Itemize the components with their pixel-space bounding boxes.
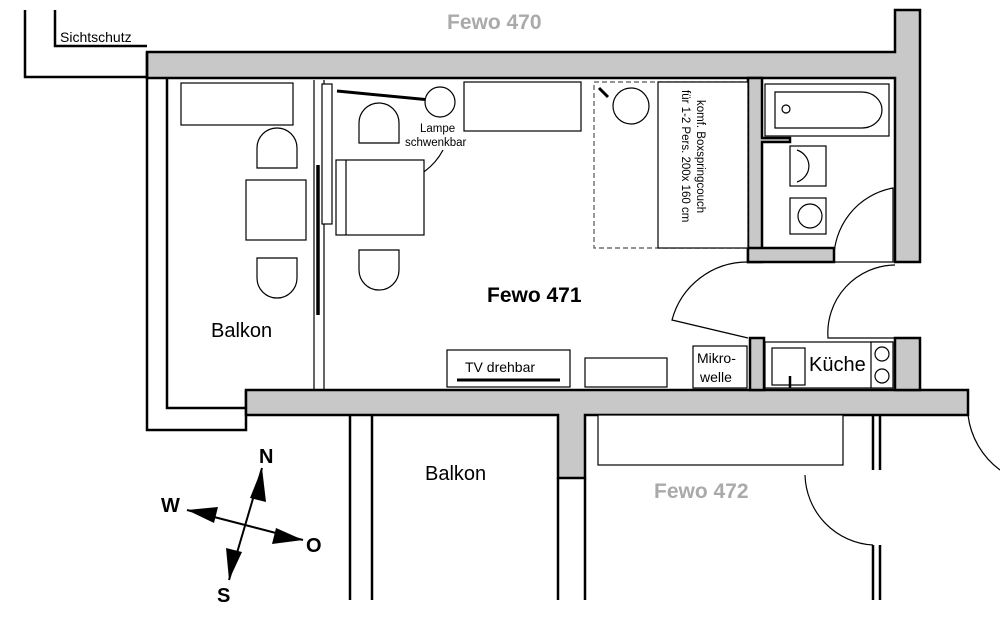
lowboard	[584, 357, 668, 388]
chair-top	[358, 102, 400, 144]
toilet-tank	[789, 145, 827, 187]
couch-label-1: komf. Boxspringcouch	[694, 100, 706, 213]
right-door-swing	[967, 414, 1000, 471]
sichtschutz-line	[53, 10, 147, 48]
microwave-label-2: welle	[699, 369, 732, 385]
chair-bottom	[358, 249, 400, 291]
balcony-bench	[180, 82, 294, 126]
top-wall	[145, 8, 922, 264]
microwave-label-1: Mikro-	[697, 350, 736, 366]
fewo-472-label: Fewo 472	[654, 480, 749, 503]
kitchen-wall-right	[893, 336, 922, 392]
bathtub-drain	[781, 104, 791, 114]
fewo-471-label: Fewo 471	[487, 284, 582, 307]
dining-table	[335, 159, 425, 236]
balkon-lower-label: Balkon	[425, 463, 486, 485]
compass: N S W O	[161, 446, 322, 607]
balcony-chair-2	[256, 257, 298, 299]
compass-south-label: S	[217, 585, 230, 607]
lamp-shade	[424, 86, 456, 118]
reading-light	[597, 86, 610, 99]
fewo-472-counter	[597, 414, 844, 466]
lamp-label-1: Lampe	[420, 123, 455, 135]
compass-north-arrow	[250, 468, 266, 502]
bath-door-post	[746, 246, 836, 264]
sichtschutz-label: Sichtschutz	[60, 29, 132, 45]
bathtub-inner	[774, 91, 883, 129]
kitchen-label: Küche	[809, 354, 866, 376]
microwave-cabinet	[692, 345, 748, 389]
balcony-table	[245, 179, 307, 241]
couch-side-table	[612, 87, 650, 125]
hall-door-swing	[827, 264, 896, 339]
compass-west-label: W	[161, 495, 180, 517]
lamp-label-2: schwenkbar	[405, 137, 467, 149]
bath-door-swing	[833, 187, 894, 263]
neighbor-470-outline	[23, 10, 147, 79]
tv-label: TV drehbar	[465, 359, 535, 375]
couch-label-2: für 1-2 Pers. 200x 160 cm	[679, 90, 691, 222]
stove-burner-1	[874, 346, 890, 362]
fewo-470-label: Fewo 470	[447, 11, 542, 34]
fewo472-door-swing	[804, 474, 874, 546]
sink	[789, 197, 827, 235]
balkon-main-label: Balkon	[211, 320, 272, 342]
stove-burner-2	[874, 368, 890, 384]
stove	[870, 341, 894, 389]
compass-east-arrow	[272, 528, 303, 544]
entry-door-swing	[671, 261, 749, 339]
balcony-door-frame	[321, 83, 333, 225]
kitchen-wall-left	[748, 336, 766, 392]
compass-north-label: N	[259, 446, 273, 468]
compass-east-label: O	[306, 535, 322, 557]
lamp-arm	[336, 89, 442, 103]
balcony-inner	[165, 78, 246, 410]
compass-west-arrow	[187, 507, 218, 523]
sink-basin	[797, 203, 823, 229]
toilet-bowl	[796, 149, 810, 183]
wall-desk	[463, 81, 582, 132]
boxspring-couch	[657, 81, 749, 249]
balcony-chair-1	[256, 127, 298, 169]
kitchen-sink	[771, 347, 806, 386]
compass-south-arrow	[226, 548, 242, 580]
